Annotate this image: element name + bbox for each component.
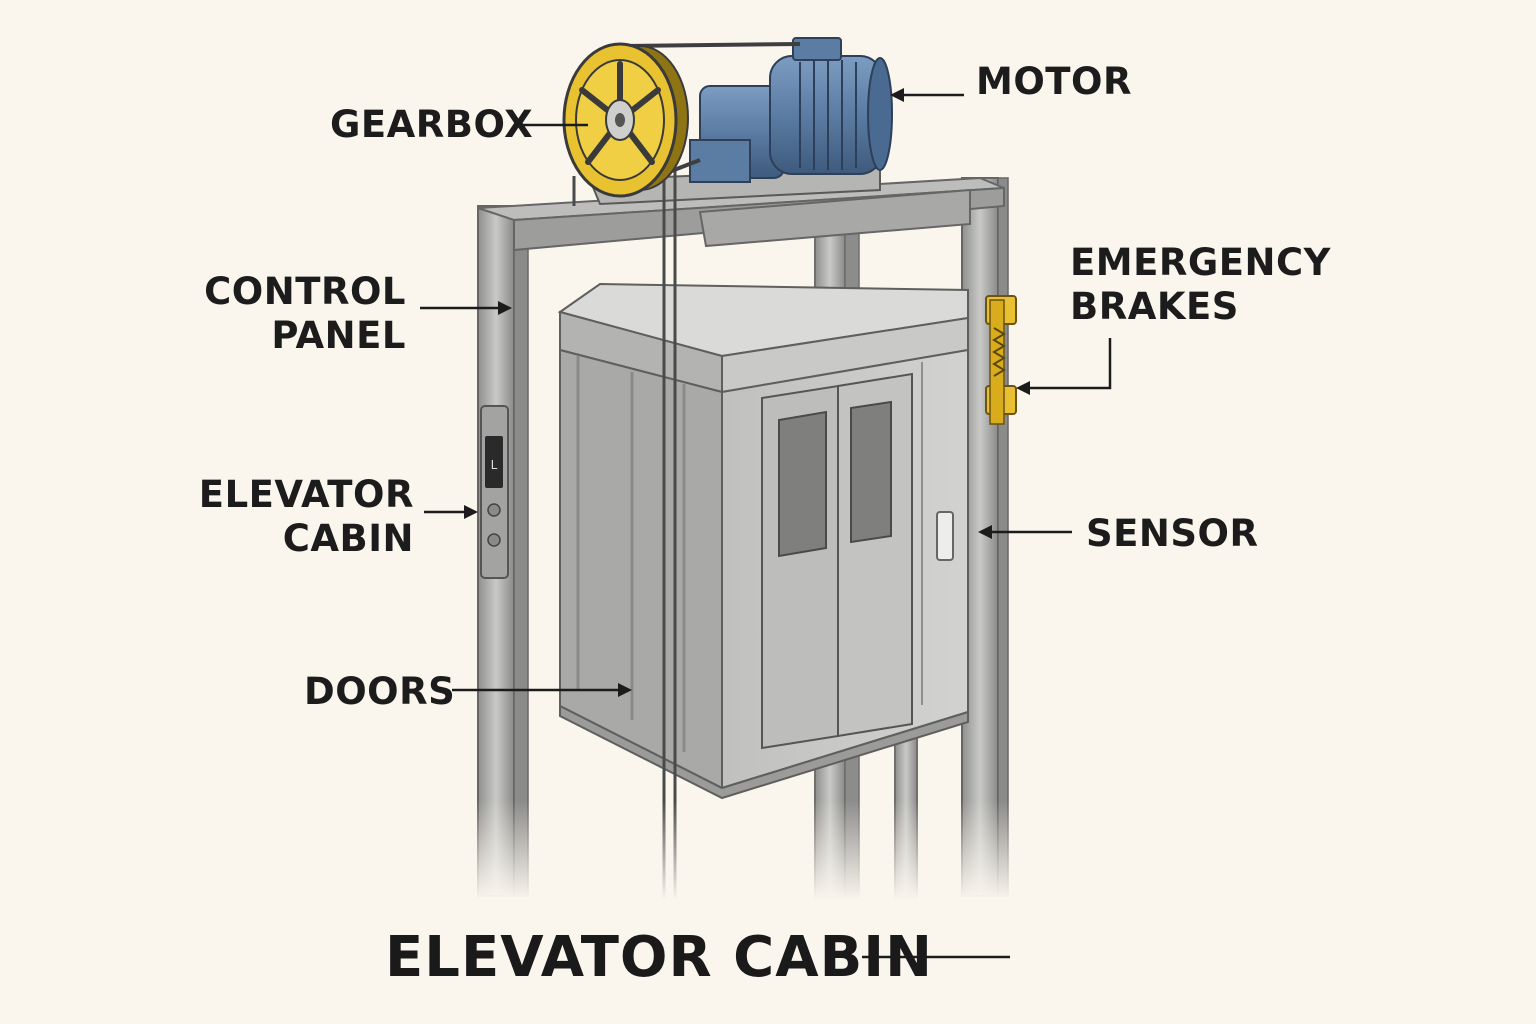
call-button	[487, 503, 501, 517]
emergency-brakes-leader	[1016, 338, 1112, 395]
label-gearbox-text: GEARBOX	[330, 103, 534, 146]
label-doors: DOORS	[304, 670, 455, 714]
elevator-cabin-leader	[424, 505, 478, 519]
panel-display-text: L	[491, 458, 498, 472]
gearbox-pulley	[562, 42, 689, 198]
control-panel: L	[480, 405, 509, 579]
bottom-fade	[440, 800, 1060, 900]
motor-leader	[890, 88, 964, 102]
cabin-doors	[761, 372, 913, 750]
label-elevator-cabin-line2: CABIN	[282, 517, 414, 560]
label-gearbox: GEARBOX	[330, 103, 533, 147]
emergency-brake	[985, 295, 1017, 425]
door-window	[850, 400, 892, 544]
call-button	[487, 533, 501, 547]
label-emergency-brakes: EMERGENCY BRAKES	[1070, 241, 1331, 329]
hoist-cables	[572, 110, 677, 898]
label-doors-text: DOORS	[304, 670, 456, 713]
diagram-title: ELEVATOR CABIN	[385, 925, 933, 990]
label-sensor-text: SENSOR	[1086, 512, 1259, 555]
motor	[689, 37, 893, 183]
label-sensor: SENSOR	[1086, 512, 1258, 556]
label-emergency-brakes-line1: EMERGENCY	[1070, 241, 1331, 284]
label-control-panel-line1: CONTROL	[204, 270, 406, 313]
label-control-panel-line2: PANEL	[271, 314, 406, 357]
doors-leader	[452, 683, 632, 697]
label-emergency-brakes-line2: BRAKES	[1070, 285, 1239, 328]
label-elevator-cabin-line1: ELEVATOR	[198, 473, 414, 516]
label-control-panel: CONTROL PANEL	[196, 270, 406, 358]
door-sensor	[936, 511, 954, 561]
control-panel-leader	[420, 301, 512, 315]
door-window	[778, 410, 827, 558]
label-motor: MOTOR	[976, 60, 1132, 104]
sensor-leader	[978, 525, 1072, 539]
label-motor-text: MOTOR	[976, 60, 1132, 103]
label-elevator-cabin: ELEVATOR CABIN	[196, 473, 414, 561]
leader-lines	[420, 88, 1112, 959]
